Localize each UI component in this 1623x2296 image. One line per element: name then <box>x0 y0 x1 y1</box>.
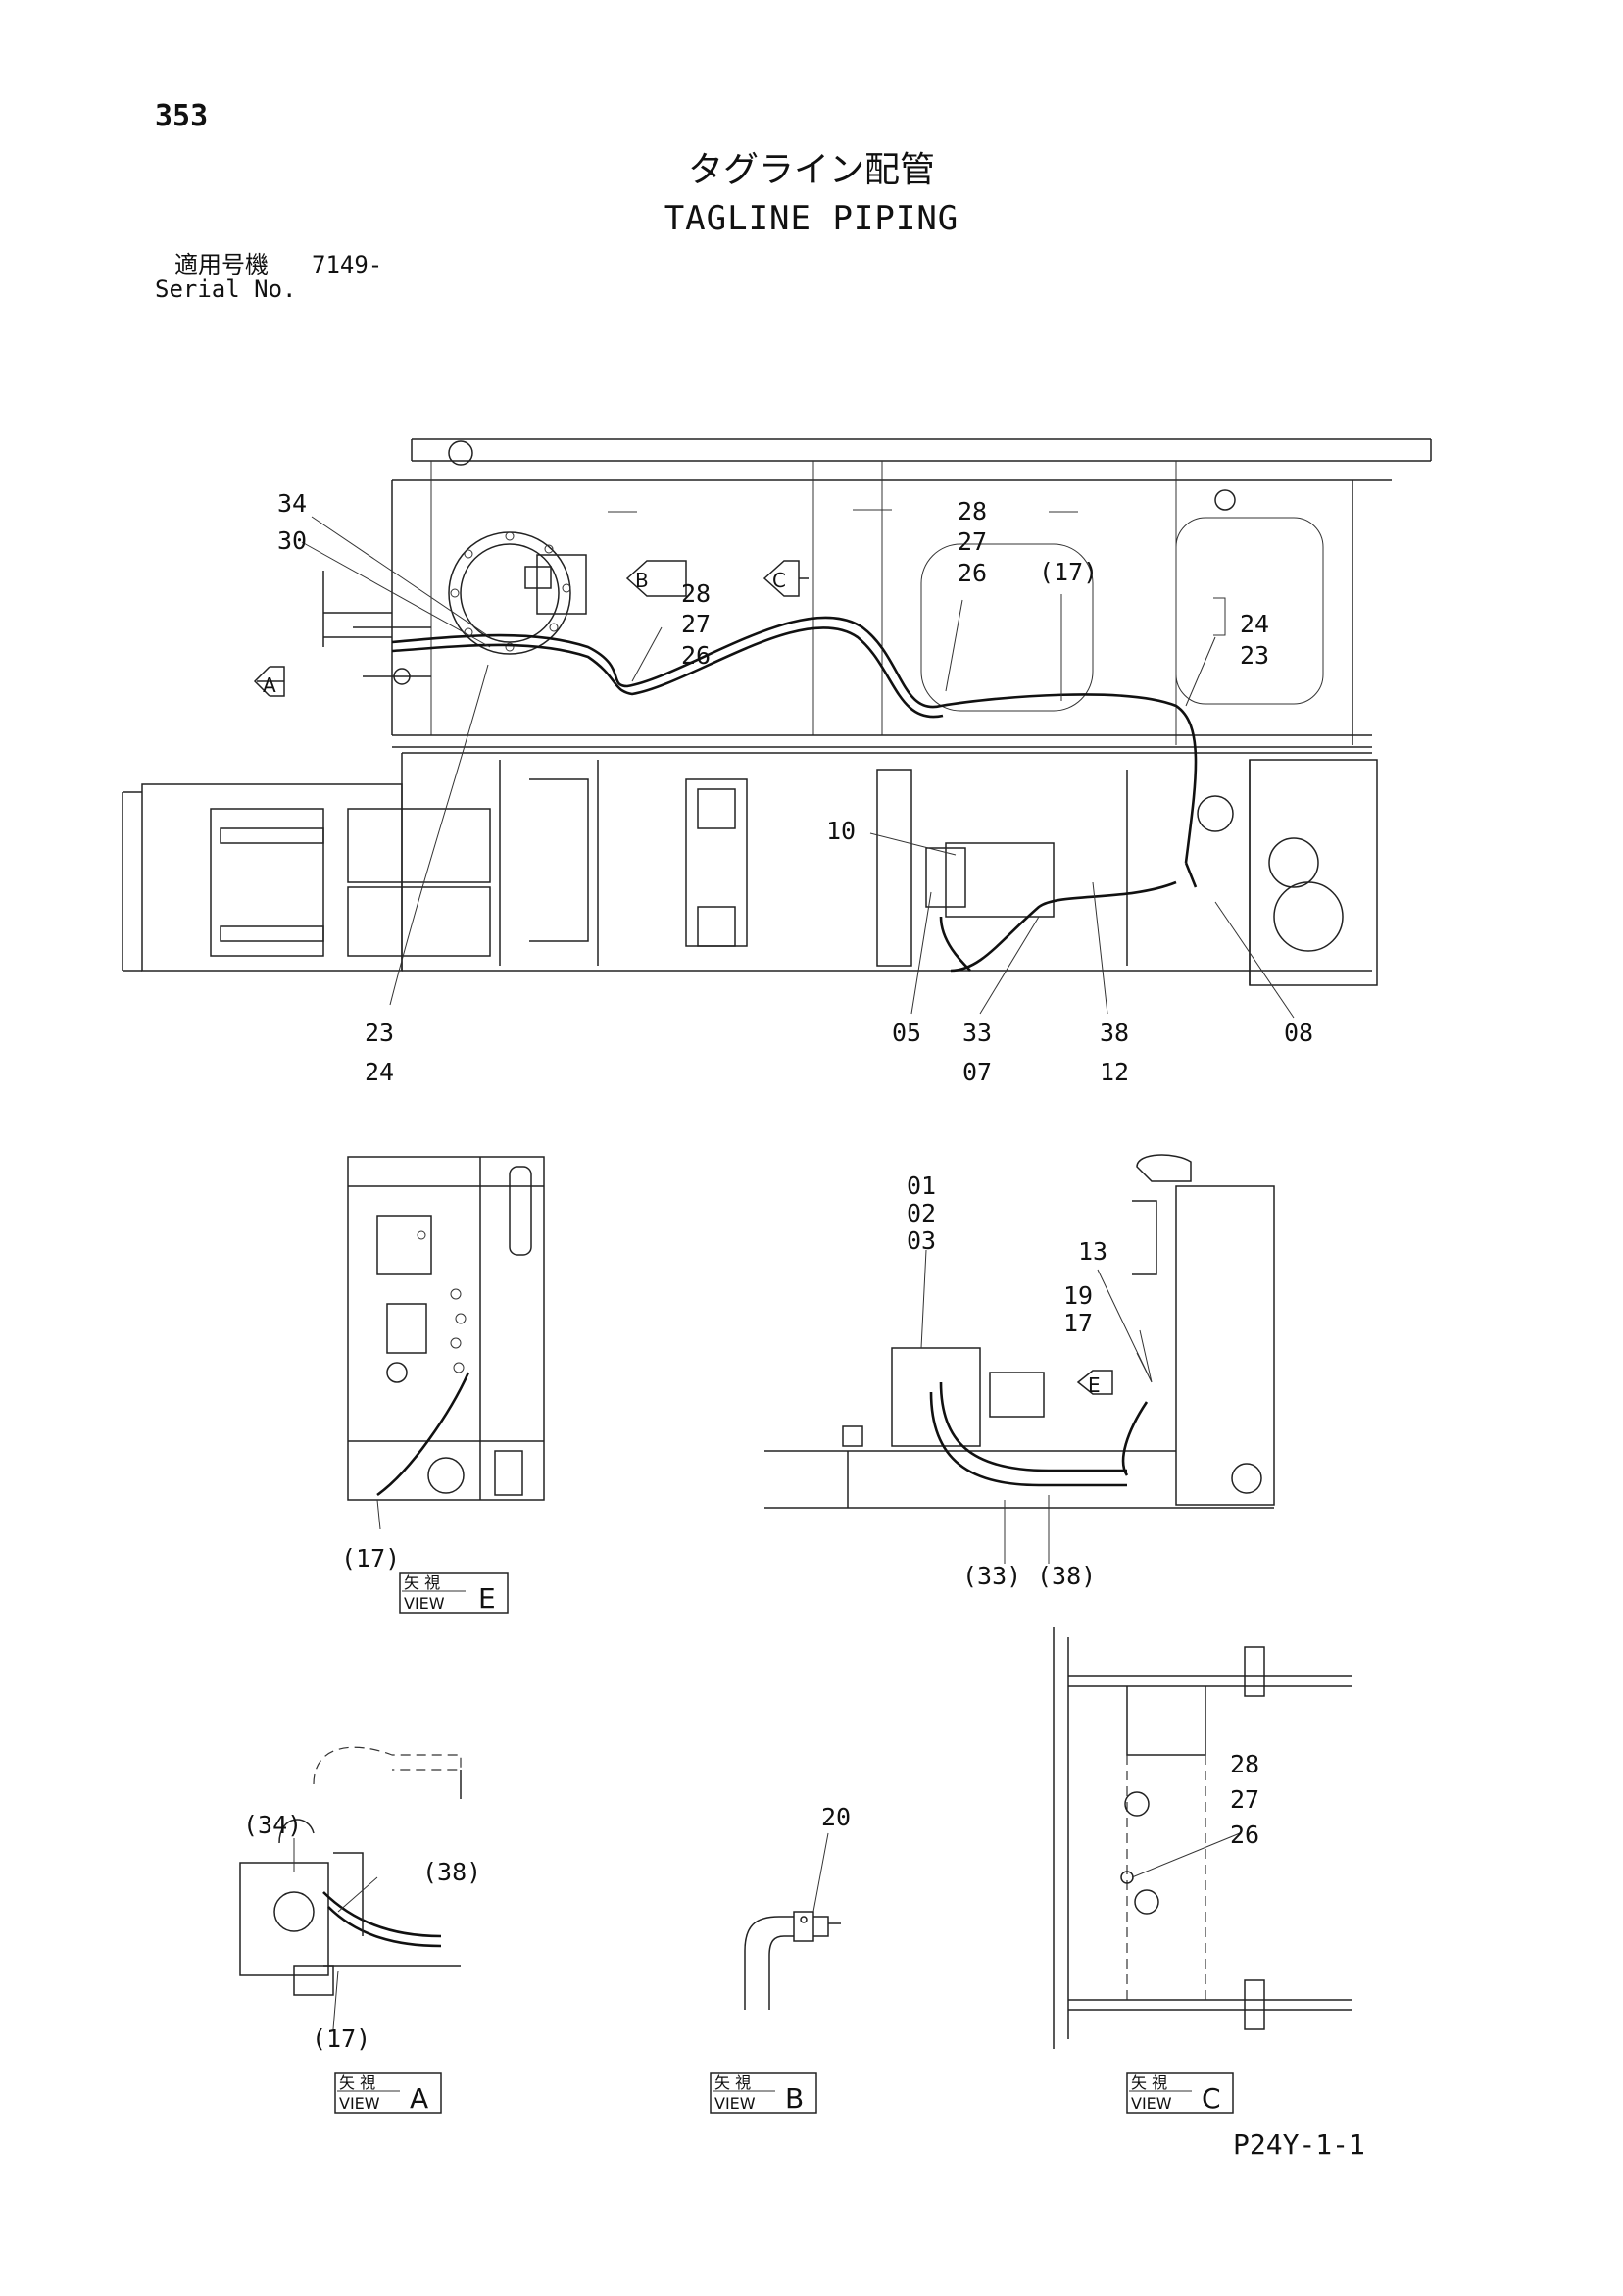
callout-26: 26 <box>681 641 711 670</box>
view-c-drawing <box>1053 1627 1352 2049</box>
callout-33: 33 <box>962 1019 992 1047</box>
serial-label-english: Serial No. <box>155 275 297 303</box>
callout-02: 02 <box>907 1199 936 1227</box>
page-number: 353 <box>155 99 209 133</box>
view-label-c: 矢 視 VIEW C <box>1126 2072 1234 2115</box>
drawing-code: P24Y-1-1 <box>1233 2128 1365 2161</box>
callout-26: 26 <box>1230 1821 1259 1849</box>
callout-23: 23 <box>365 1019 394 1047</box>
callout-27: 27 <box>958 527 987 556</box>
view-label-letter: B <box>785 2082 804 2115</box>
callout-17: (17) <box>1039 558 1098 586</box>
view-b-drawing <box>744 1832 841 2010</box>
callout-17: (17) <box>312 2024 370 2053</box>
callout-34: 34 <box>277 489 307 518</box>
callout-10: 10 <box>826 817 856 845</box>
callout-38: (38) <box>1037 1562 1096 1590</box>
view-label-b: 矢 視 VIEW B <box>710 2072 817 2115</box>
callout-12: 12 <box>1100 1058 1129 1086</box>
view-label-a: 矢 視 VIEW A <box>334 2072 442 2115</box>
title-japanese: タグライン配管 <box>687 150 935 190</box>
view-arrow-c: C <box>772 569 786 592</box>
view-label-jp: 矢 視 <box>404 1573 440 1592</box>
callout-17: (17) <box>341 1544 400 1572</box>
view-label-jp: 矢 視 <box>1131 2073 1167 2092</box>
callout-38: (38) <box>422 1858 481 1886</box>
view-label-en: VIEW <box>404 1594 445 1613</box>
view-e-right-drawing <box>764 1154 1275 1564</box>
view-e-left-drawing <box>347 1156 545 1530</box>
callout-05: 05 <box>892 1019 921 1047</box>
title-english: TAGLINE PIPING <box>664 199 959 238</box>
callout-03: 03 <box>907 1226 936 1255</box>
view-label-en: VIEW <box>714 2094 756 2113</box>
view-label-jp: 矢 視 <box>714 2073 751 2092</box>
callout-28: 28 <box>958 497 987 525</box>
view-label-e: 矢 視 VIEW E <box>399 1572 509 1615</box>
callout-24: 24 <box>1240 610 1269 638</box>
callout-38: 38 <box>1100 1019 1129 1047</box>
callout-19: 19 <box>1063 1281 1093 1310</box>
callout-08: 08 <box>1284 1019 1313 1047</box>
view-label-jp: 矢 視 <box>339 2073 375 2092</box>
callout-20: 20 <box>821 1803 851 1831</box>
callout-34: (34) <box>243 1811 302 1839</box>
view-a-drawing <box>239 1746 462 2030</box>
callout-26: 26 <box>958 559 987 587</box>
serial-value: 7149- <box>312 251 383 278</box>
callout-28: 28 <box>681 579 711 608</box>
callout-24: 24 <box>365 1058 394 1086</box>
view-label-letter: C <box>1202 2082 1221 2115</box>
callout-27: 27 <box>681 610 711 638</box>
callout-07: 07 <box>962 1058 992 1086</box>
callout-17: 17 <box>1063 1309 1093 1337</box>
callout-01: 01 <box>907 1172 936 1200</box>
view-label-en: VIEW <box>339 2094 380 2113</box>
callout-30: 30 <box>277 526 307 555</box>
serial-label-japanese: 適用号機 <box>174 251 269 278</box>
view-arrow-a: A <box>263 674 276 697</box>
callout-33: (33) <box>962 1562 1021 1590</box>
callout-28: 28 <box>1230 1750 1259 1778</box>
callout-23: 23 <box>1240 641 1269 670</box>
view-label-en: VIEW <box>1131 2094 1172 2113</box>
callout-27: 27 <box>1230 1785 1259 1814</box>
callout-13: 13 <box>1078 1237 1107 1266</box>
view-arrow-e: E <box>1088 1373 1101 1397</box>
view-label-letter: A <box>410 2082 428 2115</box>
view-arrow-b: B <box>635 569 649 592</box>
view-label-letter: E <box>478 1582 496 1615</box>
main-view <box>122 438 1432 1019</box>
